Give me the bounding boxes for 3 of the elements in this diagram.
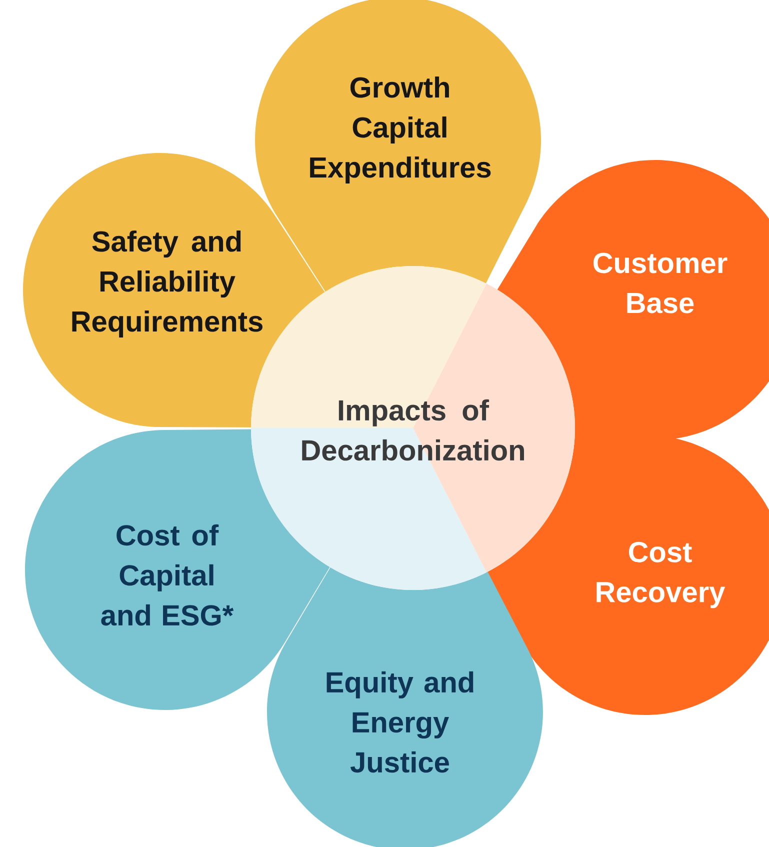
petal: Customer Base <box>497 160 769 440</box>
petal: Equity and Energy Justice <box>266 567 543 847</box>
petal: Growth Capital Expenditures <box>255 0 541 292</box>
